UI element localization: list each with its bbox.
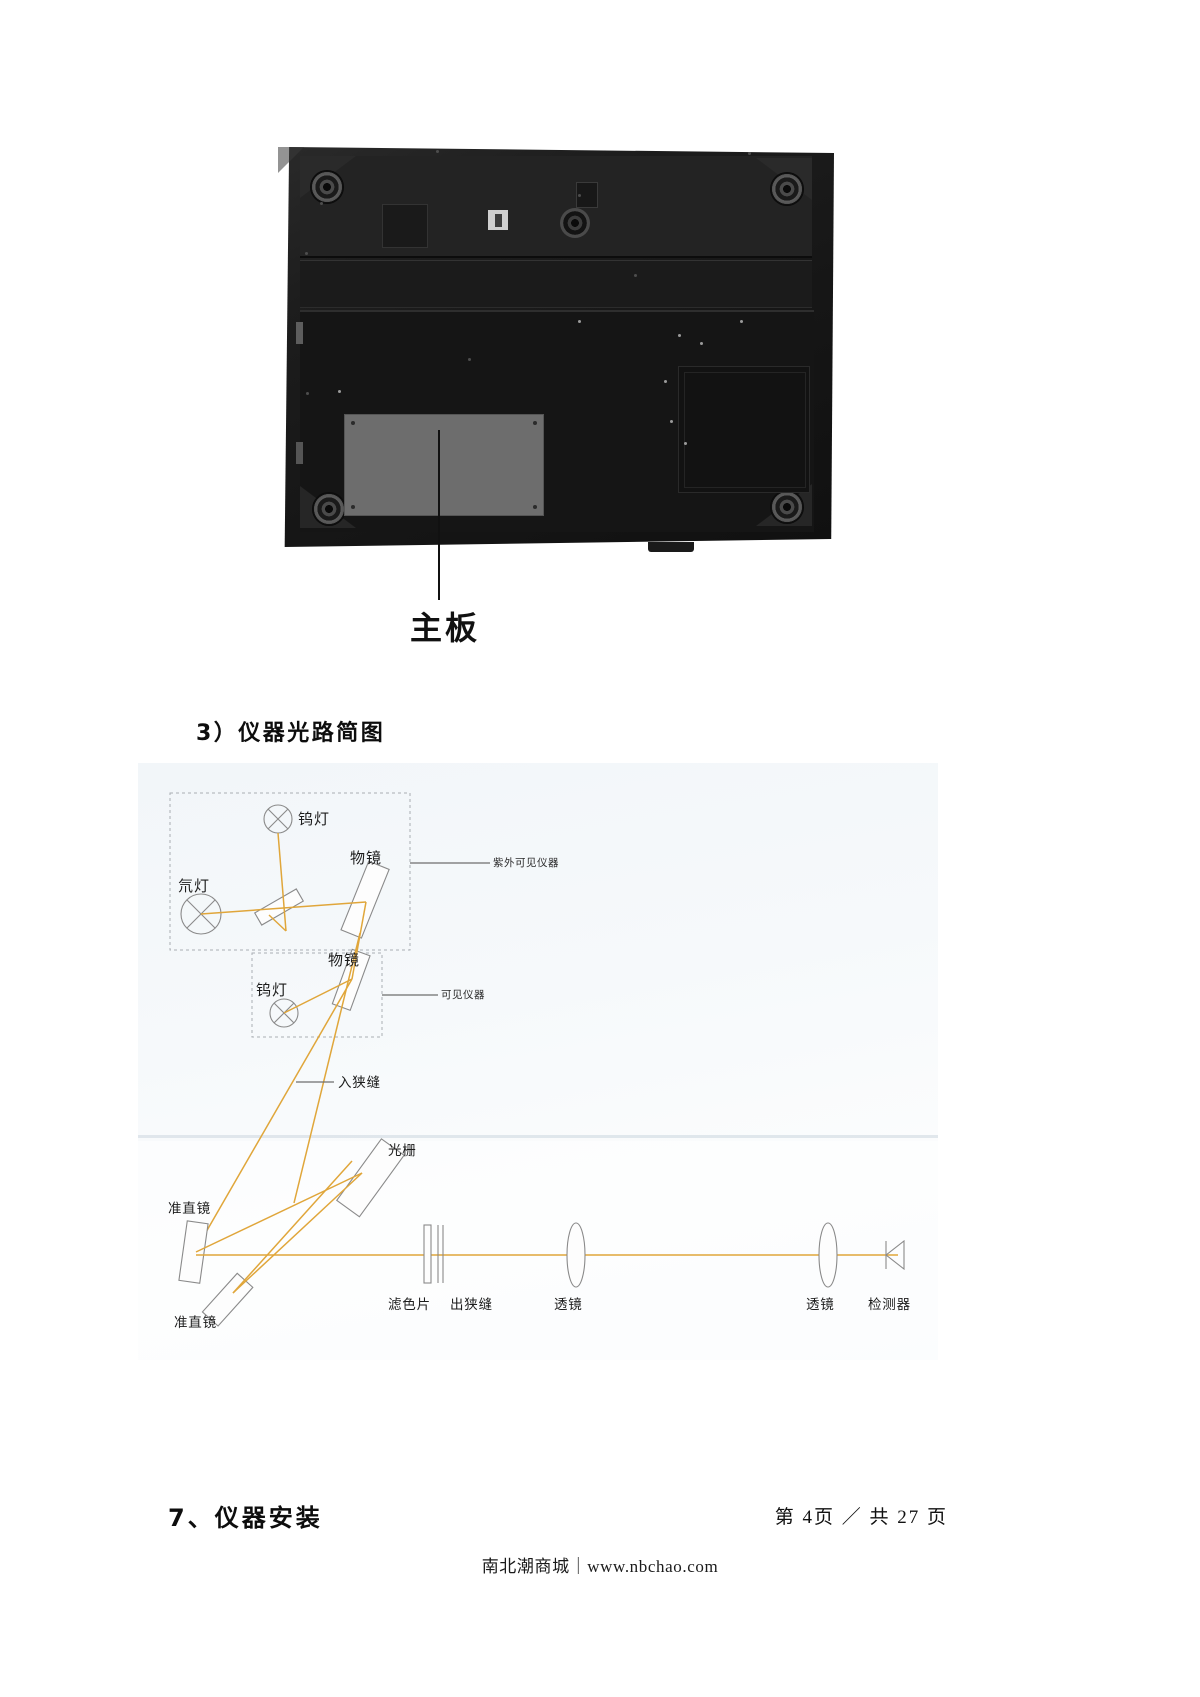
beam-mirror-fold [268, 914, 287, 932]
collimator-mirror-upper [178, 1220, 209, 1284]
grating-icon [335, 1138, 405, 1218]
label-lens-2: 透镜 [806, 1297, 835, 1313]
label-objective-mid: 物镜 [328, 951, 361, 969]
label-uv-vis-instrument: 紫外可见仪器 [493, 857, 559, 869]
optical-path-svg: .beam{stroke:#e0a63a;stroke-width:1.5;fi… [169, 792, 905, 1327]
color-filter-icon [423, 1224, 432, 1284]
label-vis-instrument: 可见仪器 [441, 989, 485, 1001]
label-exit-slit: 出狭缝 [450, 1297, 493, 1313]
page-number: 第 4页 ／ 共 27 页 [774, 1507, 948, 1528]
uv-vis-enclosure [169, 792, 411, 951]
label-deuterium-lamp: 氘灯 [178, 877, 211, 895]
label-objective-top: 物镜 [350, 849, 383, 867]
mainboard-cover [344, 414, 544, 516]
lens-2-icon [818, 1222, 838, 1288]
side-clip-upper [296, 322, 303, 344]
optical-path-diagram: .beam{stroke:#e0a63a;stroke-width:1.5;fi… [138, 763, 938, 1360]
beam-tungsten-top [277, 832, 287, 932]
chassis-top-panel [300, 156, 812, 258]
vis-enclosure [251, 952, 383, 1038]
section-7-heading: 7、仪器安装 [168, 1504, 323, 1532]
label-grating: 光栅 [388, 1143, 417, 1159]
beam-deuterium [200, 901, 367, 915]
right-access-bay-inner [684, 372, 806, 488]
tungsten-lamp-top-icon [263, 804, 293, 834]
footer-site: 南北潮商城｜www.nbchao.com [481, 1557, 719, 1576]
objective-mirror-top [340, 860, 390, 939]
beam-tungsten-mid [283, 978, 353, 1014]
rubber-foot-top-right [770, 172, 804, 206]
beam-collimator-lower-return [232, 1160, 353, 1294]
panel-square-cutout [382, 204, 428, 248]
rubber-foot-bottom-right [770, 490, 804, 524]
section-3-heading: 3）仪器光路简图 [196, 721, 386, 746]
flat-mirror-uv [253, 888, 305, 926]
rubber-foot-bottom-left [312, 492, 346, 526]
label-tungsten-lamp-mid: 钨灯 [256, 981, 289, 999]
beam-collimator-to-grating [195, 1172, 363, 1253]
label-entrance-slit: 入狭缝 [338, 1075, 381, 1091]
beam-grating-to-collimator-lower [232, 1172, 363, 1294]
panel-small-square [576, 182, 598, 208]
scan-band-line [138, 1135, 938, 1138]
label-collimator-upper: 准直镜 [168, 1201, 211, 1217]
label-color-filter: 滤色片 [388, 1297, 431, 1313]
detector-icon [885, 1239, 905, 1271]
power-switch [488, 210, 508, 230]
mainboard-callout-line [438, 430, 440, 600]
beam-to-collimator-lower [197, 978, 353, 1247]
beam-to-objective-mid [351, 901, 367, 980]
right-access-bay [678, 366, 810, 493]
label-tungsten-lamp-top: 钨灯 [298, 810, 331, 828]
round-connector [560, 208, 590, 238]
label-collimator-lower: 准直镜 [174, 1315, 217, 1331]
lens-1-icon [566, 1222, 586, 1288]
side-clip-lower [296, 442, 303, 464]
label-lens-1: 透镜 [554, 1297, 583, 1313]
mainboard-caption: 主板 [409, 609, 480, 647]
beam-entrance-slit-down [293, 932, 361, 1204]
label-detector: 检测器 [868, 1297, 911, 1313]
rubber-foot-top-left [310, 170, 344, 204]
chassis-mid-strip [300, 260, 812, 308]
chassis-front-tab [648, 542, 694, 552]
instrument-photo [278, 142, 838, 562]
